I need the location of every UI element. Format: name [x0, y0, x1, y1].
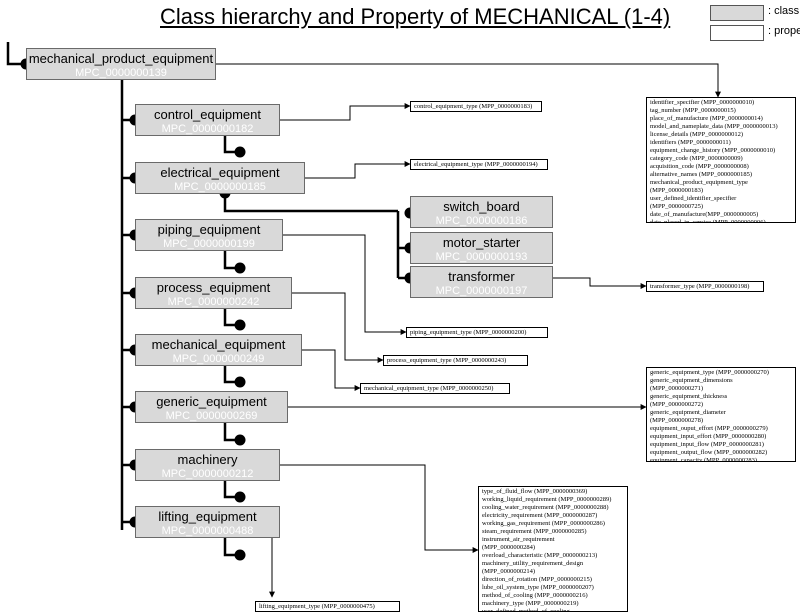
class-name: machinery	[177, 452, 238, 467]
property-entry: acquisition_code (MPP_0000000008)	[650, 163, 749, 170]
class-id: MPC_0000000199	[163, 238, 255, 250]
property-entry: place_of_manufacture (MPP_0000000014)	[650, 115, 763, 122]
class-name: electrical_equipment	[160, 165, 280, 180]
class-id: MPC_0000000269	[165, 410, 258, 422]
class-name: mechanical_equipment	[151, 337, 286, 352]
legend-class-swatch	[710, 5, 764, 21]
property-entry: (MPP_0000000183)	[650, 187, 704, 194]
class-name: transformer	[448, 269, 515, 284]
class-id: MPC_0000000488	[161, 525, 254, 537]
property-transformer-type: transformer_type (MPP_0000000198)	[646, 281, 764, 292]
property-entry: (MPP_0000000214)	[482, 568, 536, 575]
class-lifting-equipment[interactable]: lifting_equipment MPC_0000000488	[135, 506, 280, 538]
class-name: process_equipment	[156, 280, 271, 295]
property-entry: user_defined_method_of_cooling	[482, 608, 570, 612]
class-id: MPC_0000000242	[167, 296, 260, 308]
property-entry: generic_equipment_type (MPP_0000000270)	[650, 369, 769, 376]
class-name: lifting_equipment	[158, 509, 257, 524]
property-entry: machinery_type (MPP_0000000219)	[482, 600, 579, 607]
property-list-machinery: type_of_fluid_flow (MPP_0000000369)worki…	[478, 486, 628, 612]
class-process-equipment[interactable]: process_equipment MPC_0000000242	[135, 277, 292, 309]
property-entry: cooling_water_requirement (MPP_000000028…	[482, 504, 609, 511]
property-entry: alternative_names (MPP_0000000185)	[650, 171, 752, 178]
class-id: MPC_0000000186	[435, 215, 528, 227]
property-entry: date_of_manufacture(MPP_0000000005)	[650, 211, 759, 218]
property-entry: identifier_specifier (MPP_0000000010)	[650, 99, 755, 106]
class-id: MPC_0000000185	[174, 181, 266, 193]
property-entry: license_details (MPP_0000000012)	[650, 131, 743, 138]
property-entry: instrument_air_requirement	[482, 536, 555, 543]
property-entry: category_code (MPP_0000000009)	[650, 155, 743, 162]
property-piping-equipment-type: piping_equipment_type (MPP_0000000200)	[406, 327, 548, 338]
property-entry: machinery_utility_requirement_design	[482, 560, 584, 567]
class-id: MPC_0000000249	[172, 353, 265, 365]
property-entry: equipment_capacity (MPP_0000000283)	[650, 457, 758, 462]
class-id: MPC_0000000182	[161, 123, 254, 135]
class-name: generic_equipment	[156, 394, 267, 409]
class-name: switch_board	[443, 199, 520, 214]
class-name: piping_equipment	[157, 222, 261, 237]
property-entry: generic_equipment_dimensions	[650, 377, 733, 384]
property-entry: equipment_input_effort (MPP_0000000280)	[650, 433, 767, 440]
property-lifting-equipment-type: lifting_equipment_type (MPP_0000000475)	[255, 601, 400, 612]
class-name: motor_starter	[442, 235, 521, 250]
class-id: MPC_0000000139	[75, 67, 167, 79]
property-entry: (MPP_0000000272)	[650, 401, 704, 408]
property-entry: lube_oil_system_type (MPP_0000000207)	[482, 584, 594, 591]
class-piping-equipment[interactable]: piping_equipment MPC_0000000199	[135, 219, 283, 251]
property-entry: (MPP_0000000725)	[650, 203, 704, 210]
legend-property-label: : property	[768, 25, 800, 37]
property-entry: steam_requirement (MPP_0000000285)	[482, 528, 587, 535]
property-entry: model_and_nameplate_data (MPP_0000000013…	[650, 123, 778, 130]
property-electrical-equipment-type: electrical_equipment_type (MPP_000000019…	[410, 159, 548, 170]
property-entry: direction_of_rotation (MPP_0000000215)	[482, 576, 592, 583]
property-entry: (MPP_0000000271)	[650, 385, 704, 392]
property-entry: user_defined_identifier_specifier	[650, 195, 737, 202]
property-mechanical-equipment-type: mechanical_equipment_type (MPP_000000025…	[360, 383, 510, 394]
property-entry: working_gas_requirement (MPP_0000000286)	[482, 520, 605, 527]
class-generic-equipment[interactable]: generic_equipment MPC_0000000269	[135, 391, 288, 423]
property-entry: working_liquid_requirement (MPP_00000002…	[482, 496, 612, 503]
property-list-mechanical-product-equipment: identifier_specifier (MPP_0000000010)tag…	[646, 97, 796, 223]
property-entry: generic_equipment_diameter	[650, 409, 726, 416]
class-id: MPC_0000000212	[161, 468, 254, 480]
class-id: MPC_0000000193	[435, 251, 528, 263]
property-entry: electricity_requirement (MPP_0000000287)	[482, 512, 598, 519]
property-entry: date_placed_in_service (MPP_0000000006)	[650, 219, 766, 223]
property-entry: tag_number (MPP_0000000015)	[650, 107, 736, 114]
property-entry: overload_characteristic (MPP_0000000213)	[482, 552, 598, 559]
class-electrical-equipment[interactable]: electrical_equipment MPC_0000000185	[135, 162, 305, 194]
class-transformer[interactable]: transformer MPC_0000000197	[410, 266, 553, 298]
property-entry: equipment_output_flow (MPP_0000000282)	[650, 449, 768, 456]
property-entry: equipment_change_history (MPP_0000000010…	[650, 147, 776, 154]
class-machinery[interactable]: machinery MPC_0000000212	[135, 449, 280, 481]
property-entry: type_of_fluid_flow (MPP_0000000369)	[482, 488, 588, 495]
property-entry: equipment_ouput_effort (MPP_0000000279)	[650, 425, 768, 432]
class-id: MPC_0000000197	[435, 285, 528, 297]
property-control-equipment-type: control_equipment_type (MPP_0000000183)	[410, 101, 542, 112]
property-entry: identifiers (MPP_0000000011)	[650, 139, 731, 146]
class-control-equipment[interactable]: control_equipment MPC_0000000182	[135, 104, 280, 136]
property-process-equipment-type: process_equipment_type (MPP_0000000243)	[383, 355, 528, 366]
class-name: mechanical_product_equipment	[28, 51, 214, 66]
class-switch-board[interactable]: switch_board MPC_0000000186	[410, 196, 553, 228]
legend-class-label: : class	[768, 5, 800, 17]
legend-property-swatch	[710, 25, 764, 41]
class-motor-starter[interactable]: motor_starter MPC_0000000193	[410, 232, 553, 264]
property-entry: (MPP_0000000284)	[482, 544, 536, 551]
diagram-title: Class hierarchy and Property of MECHANIC…	[160, 4, 671, 29]
property-list-generic-equipment: generic_equipment_type (MPP_0000000270)g…	[646, 367, 796, 462]
property-entry: mechanical_product_equipment_type	[650, 179, 748, 186]
class-name: control_equipment	[154, 107, 261, 122]
property-entry: equipment_input_flow (MPP_0000000281)	[650, 441, 764, 448]
property-entry: (MPP_0000000278)	[650, 417, 704, 424]
class-mechanical-equipment[interactable]: mechanical_equipment MPC_0000000249	[135, 334, 302, 366]
class-mechanical-product-equipment[interactable]: mechanical_product_equipment MPC_0000000…	[26, 48, 216, 80]
property-entry: method_of_cooling (MPP_0000000216)	[482, 592, 588, 599]
property-entry: generic_equipment_thickness	[650, 393, 728, 400]
